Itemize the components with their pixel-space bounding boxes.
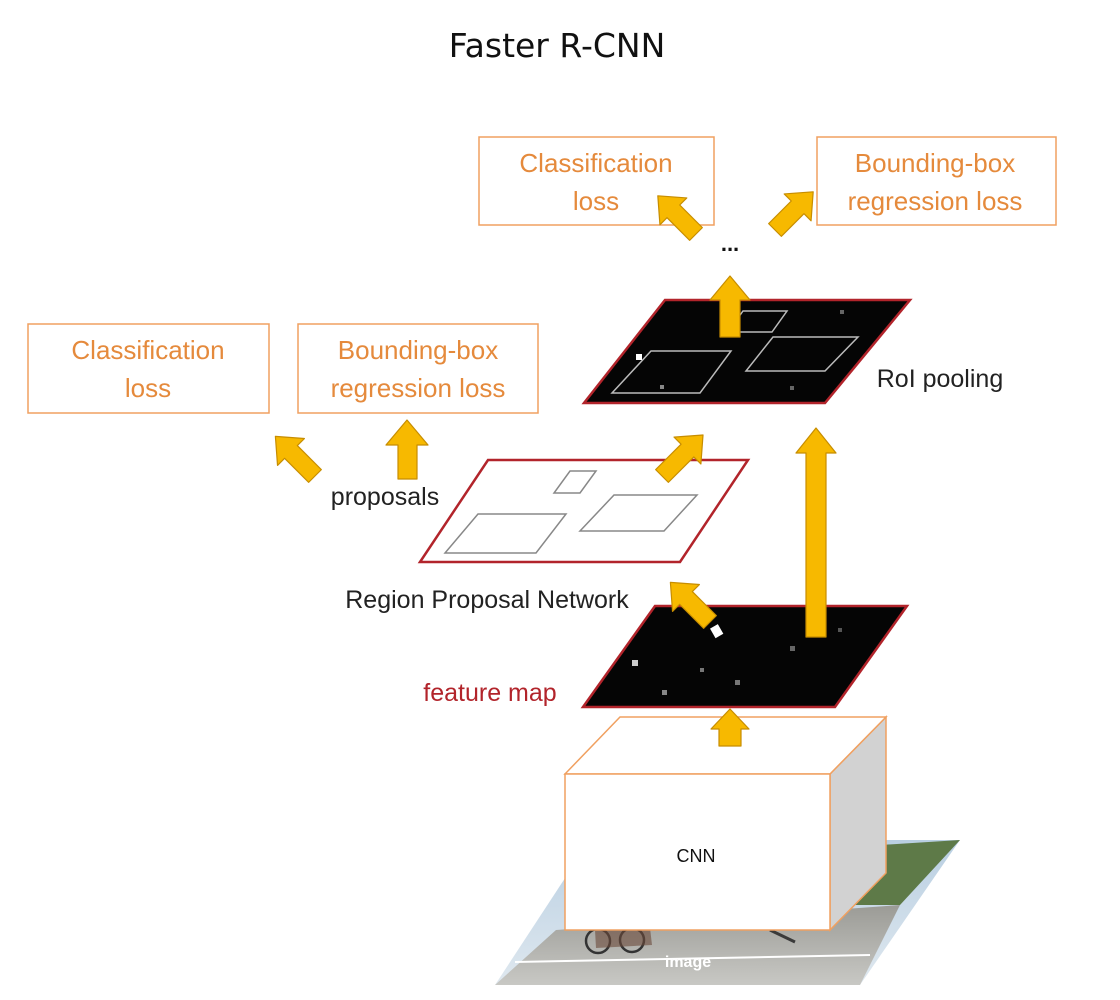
arrow-to-left-classification-loss <box>274 435 322 483</box>
arrow-feature-map-to-proposals <box>669 581 717 629</box>
left-bbox-regression-loss-box: Bounding-box regression loss <box>297 323 539 414</box>
svg-text:Bounding-box: Bounding-box <box>338 335 498 365</box>
arrow-to-top-classification-loss <box>657 195 703 241</box>
arrow-cnn-to-feature-map <box>710 708 750 747</box>
svg-text:loss: loss <box>125 373 171 403</box>
feature-map-label: feature map <box>423 679 556 707</box>
cnn-front-face <box>564 773 831 931</box>
roi-pooling-label: RoI pooling <box>877 365 1003 393</box>
svg-text:loss: loss <box>573 186 619 216</box>
feature-map-plane <box>580 604 910 709</box>
svg-text:Bounding-box: Bounding-box <box>855 148 1015 178</box>
svg-text:Classification: Classification <box>519 148 672 178</box>
svg-text:Classification: Classification <box>71 335 224 365</box>
roi-pooling-plane <box>581 298 913 405</box>
proposal-box-3 <box>443 513 568 554</box>
svg-text:regression loss: regression loss <box>848 186 1023 216</box>
arrow-to-top-bbox-regression-loss <box>768 191 814 237</box>
top-classification-loss-box: Classification loss <box>478 136 715 226</box>
cnn-label: CNN <box>677 846 716 866</box>
diagram-title: Faster R-CNN <box>449 26 666 65</box>
arrow-feature-map-to-roi-pooling <box>795 427 837 638</box>
arrow-to-left-bbox-regression-loss <box>385 419 429 480</box>
ellipsis: ... <box>721 231 739 256</box>
cnn-block: CNN <box>563 715 888 932</box>
proposals-label: proposals <box>331 483 439 511</box>
image-label: image <box>665 954 711 971</box>
svg-text:regression loss: regression loss <box>331 373 506 403</box>
left-classification-loss-box: Classification loss <box>27 323 270 414</box>
proposals-plane <box>417 458 751 564</box>
top-bbox-regression-loss-box: Bounding-box regression loss <box>816 136 1057 226</box>
proposal-box-2 <box>578 494 699 532</box>
rpn-label: Region Proposal Network <box>345 586 629 614</box>
arrow-roi-pooling-up <box>709 275 751 338</box>
arrow-proposals-to-roi-pooling <box>655 434 704 483</box>
proposal-box-1 <box>552 470 598 494</box>
